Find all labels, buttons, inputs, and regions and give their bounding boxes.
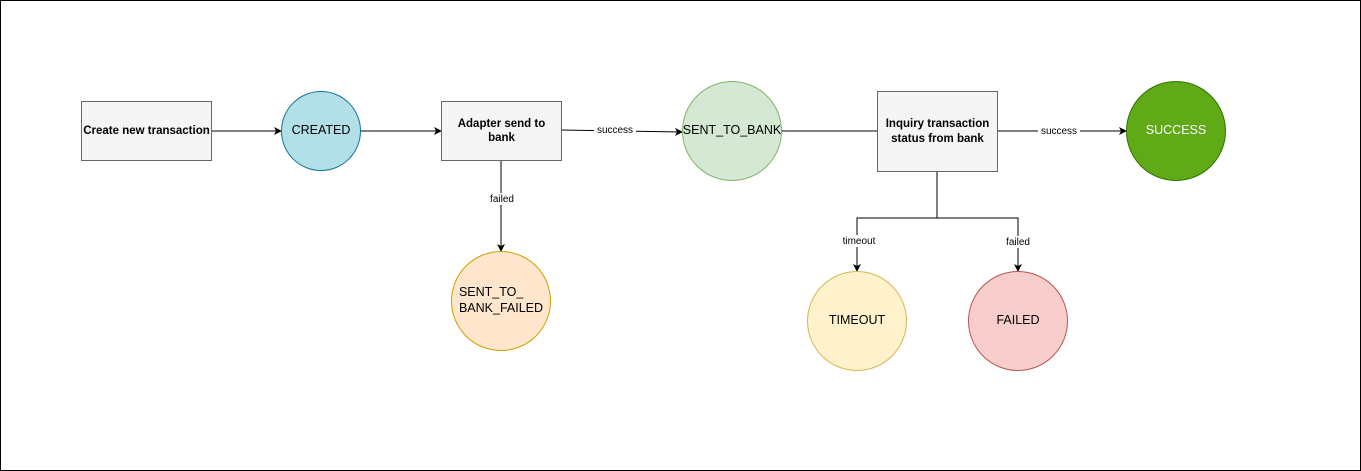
node-create-transaction: Create new transaction (81, 101, 212, 161)
state-failed: FAILED (968, 271, 1068, 371)
state-sent-to-bank-failed-label: SENT_TO_ BANK_FAILED (458, 285, 544, 315)
state-success: SUCCESS (1126, 81, 1226, 181)
edge-inquiry-to-timeout (853, 171, 938, 272)
edge-label-inquiry-success: success (1041, 126, 1077, 137)
edge-label-inquiry-failed: failed (1006, 237, 1030, 248)
edge-label-inquiry-timeout: timeout (843, 236, 876, 247)
edge-inquiry-to-failed (937, 217, 1022, 272)
state-sent-to-bank-failed: SENT_TO_ BANK_FAILED (451, 251, 551, 351)
state-sent-to-bank-label: SENT_TO_BANK (682, 123, 782, 138)
state-sent-to-bank: SENT_TO_BANK (682, 81, 782, 181)
state-timeout-label: TIMEOUT (828, 313, 886, 328)
node-adapter-send-label: Adapter send to bank (457, 117, 546, 144)
state-timeout: TIMEOUT (807, 271, 907, 371)
state-failed-label: FAILED (996, 313, 1040, 328)
state-success-label: SUCCESS (1145, 123, 1207, 138)
node-inquiry-status: Inquiry transaction status from bank (877, 91, 998, 172)
state-created-label: CREATED (291, 123, 351, 138)
state-created: CREATED (281, 91, 361, 171)
edge-label-adapter-success: success (597, 125, 633, 136)
node-create-transaction-label: Create new transaction (83, 124, 210, 137)
edge-label-adapter-failed: failed (490, 194, 514, 205)
node-inquiry-status-label: Inquiry transaction status from bank (885, 118, 990, 145)
node-adapter-send: Adapter send to bank (441, 101, 562, 161)
